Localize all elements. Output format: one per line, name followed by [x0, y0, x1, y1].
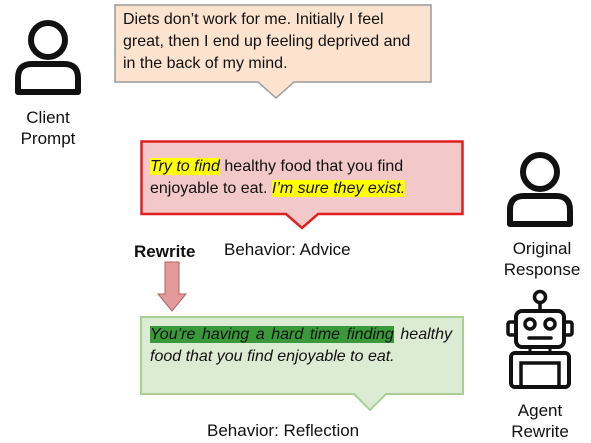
original-person-icon	[507, 152, 573, 227]
behavior-reflection-label: Behavior: Reflection	[207, 421, 360, 440]
agent-robot-icon	[506, 289, 574, 389]
client-person-icon	[15, 20, 81, 95]
reflection-highlight: You’re having a hard time finding	[150, 326, 394, 343]
rewrite-label: Rewrite	[134, 242, 196, 261]
advice-highlight-2: I’m sure they exist.	[271, 180, 406, 197]
agent-rewrite-text: You’re having a hard time finding health…	[150, 324, 452, 368]
behavior-advice-label: Behavior: Advice	[224, 240, 351, 259]
prompt-bubble-shape	[114, 4, 432, 100]
agent-label-line1: Agent	[517, 401, 563, 420]
rewrite-arrow	[156, 261, 188, 312]
advice-middle-text: healthy food that you find enjoyable to …	[150, 158, 404, 197]
client-prompt-text: Diets don’t work for me. Initially I fee…	[123, 11, 411, 72]
reflection-rest-text: healthy food that you find enjoyable to …	[150, 326, 452, 365]
agent-rewrite-label: Agent Rewrite	[498, 400, 582, 442]
client-prompt-label: Client Prompt	[8, 107, 88, 149]
advice-highlight-1: Try to find	[150, 158, 220, 175]
client-label-line1: Client	[26, 108, 70, 127]
original-label-line2: Response	[503, 260, 581, 279]
agent-label-line2: Rewrite	[511, 422, 569, 441]
original-response-label: Original Response	[494, 238, 590, 280]
original-label-line1: Original	[512, 239, 572, 258]
original-response-text: Try to find healthy food that you find e…	[150, 156, 454, 200]
client-label-line2: Prompt	[20, 129, 76, 148]
